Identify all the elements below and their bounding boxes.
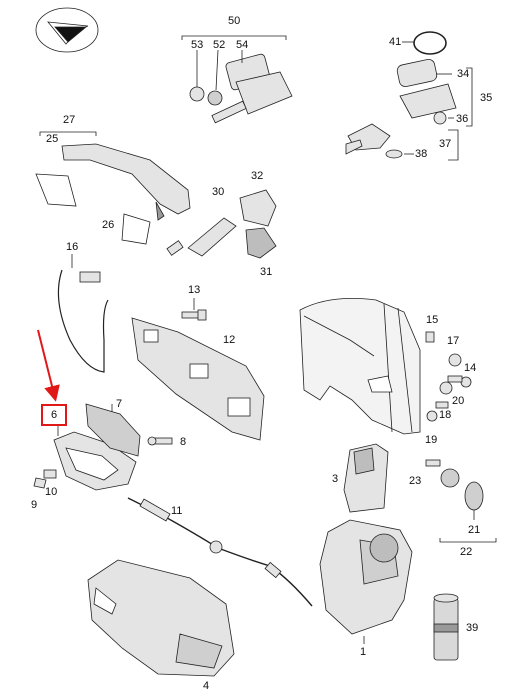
part-label-53[interactable]: 53 xyxy=(191,39,204,51)
bolt-13 xyxy=(181,298,207,321)
part-label-32[interactable]: 32 xyxy=(251,170,264,182)
door-lock-1 xyxy=(319,519,413,644)
part-label-14[interactable]: 14 xyxy=(464,362,477,374)
part-label-38[interactable]: 38 xyxy=(415,148,428,160)
part-label-16[interactable]: 16 xyxy=(66,241,79,253)
part-label-13[interactable]: 13 xyxy=(188,284,201,296)
lock-cylinder-30 xyxy=(166,189,277,259)
part-label-37[interactable]: 37 xyxy=(439,138,452,150)
grease-bottle-39 xyxy=(433,593,459,661)
part-label-18[interactable]: 18 xyxy=(439,409,452,421)
part-label-1[interactable]: 1 xyxy=(360,646,367,658)
part-label-30[interactable]: 30 xyxy=(212,186,225,198)
part-label-17[interactable]: 17 xyxy=(447,335,460,347)
part-label-31[interactable]: 31 xyxy=(260,266,273,278)
part-label-54[interactable]: 54 xyxy=(236,39,249,51)
part-label-8[interactable]: 8 xyxy=(180,436,187,448)
highlight-arrow xyxy=(37,329,60,402)
part-label-9[interactable]: 9 xyxy=(31,499,38,511)
cable-16 xyxy=(57,254,109,373)
outer-handle-27 xyxy=(35,131,191,245)
remote-key-set-50 xyxy=(181,35,293,124)
part-label-20[interactable]: 20 xyxy=(452,395,465,407)
key-set-35 xyxy=(345,59,473,161)
part-label-3[interactable]: 3 xyxy=(332,473,339,485)
fasteners-14-20 xyxy=(425,331,472,422)
part-label-12[interactable]: 12 xyxy=(223,334,236,346)
part-label-52[interactable]: 52 xyxy=(213,39,226,51)
ring-41 xyxy=(402,31,447,55)
part-label-25[interactable]: 25 xyxy=(46,133,59,145)
inner-handle-6 xyxy=(33,403,173,491)
part-label-10[interactable]: 10 xyxy=(45,486,58,498)
part-label-26[interactable]: 26 xyxy=(102,219,115,231)
part-label-6[interactable]: 6 xyxy=(51,409,58,421)
part-label-22[interactable]: 22 xyxy=(460,546,473,558)
part-label-21[interactable]: 21 xyxy=(468,524,481,536)
striker-22 xyxy=(425,459,497,543)
part-label-7[interactable]: 7 xyxy=(116,398,123,410)
part-label-4[interactable]: 4 xyxy=(203,680,210,692)
part-label-19[interactable]: 19 xyxy=(425,434,438,446)
bracket-3 xyxy=(343,443,389,513)
part-label-23[interactable]: 23 xyxy=(409,475,422,487)
part-label-50[interactable]: 50 xyxy=(228,15,241,27)
part-label-41[interactable]: 41 xyxy=(389,36,402,48)
door-frame xyxy=(299,298,421,435)
handle-carrier-12 xyxy=(131,317,265,441)
part-label-35[interactable]: 35 xyxy=(480,92,493,104)
part-label-11[interactable]: 11 xyxy=(171,505,183,517)
part-label-39[interactable]: 39 xyxy=(466,622,479,634)
brand-logo xyxy=(35,7,99,53)
part-label-34[interactable]: 34 xyxy=(457,68,470,80)
highlight-box xyxy=(41,404,67,426)
part-label-15[interactable]: 15 xyxy=(426,314,439,326)
trim-panel-4 xyxy=(87,559,235,677)
part-label-36[interactable]: 36 xyxy=(456,113,469,125)
cable-11 xyxy=(127,497,313,607)
part-label-27[interactable]: 27 xyxy=(63,114,76,126)
